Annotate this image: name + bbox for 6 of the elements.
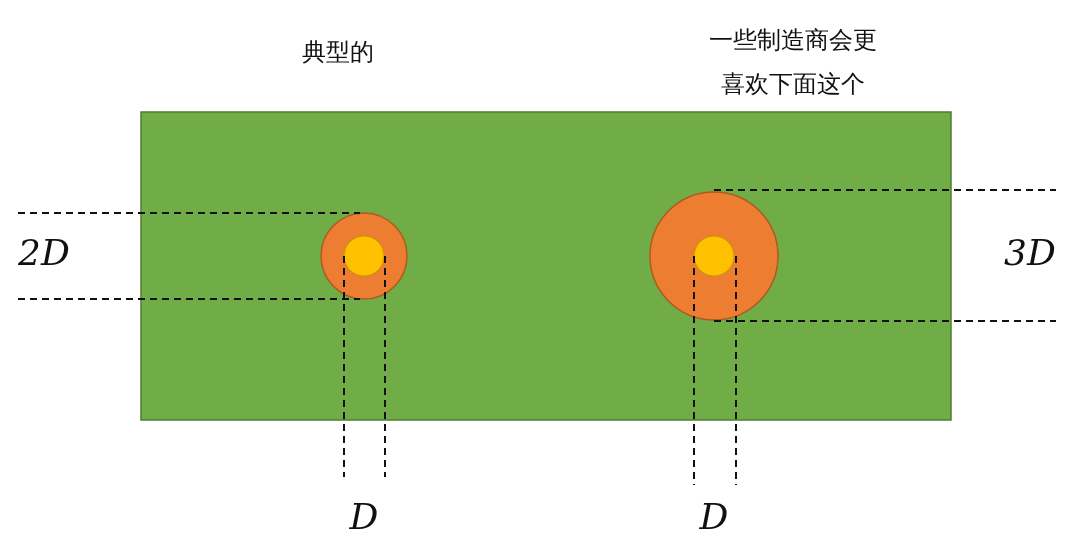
dimension-label: D	[348, 496, 380, 537]
heading: 一些制造商会更喜欢下面这个	[707, 25, 878, 100]
dimension-label: D	[698, 496, 730, 537]
dimension-label: 2D	[17, 232, 71, 273]
heading: 典型的	[301, 37, 375, 68]
dimension-label: 3D	[1003, 232, 1057, 273]
